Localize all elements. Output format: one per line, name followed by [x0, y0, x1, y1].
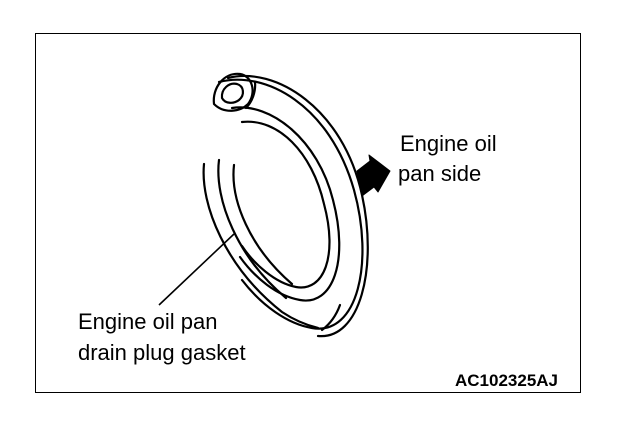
gasket-outer-rim — [217, 78, 364, 330]
gasket-clip-slot — [220, 82, 244, 104]
gasket-rim-back — [226, 74, 369, 338]
callout-gasket-line1: Engine oil pan — [78, 309, 218, 334]
gasket-left-arc-outer — [202, 162, 320, 330]
gasket-inner-lip — [240, 120, 331, 289]
arrow-right-icon — [356, 154, 391, 197]
callout-pan-side-line1: Engine oil — [400, 131, 497, 156]
gasket-left-arc-inner — [232, 163, 294, 286]
figure-code: AC102325AJ — [455, 371, 559, 390]
callout-pan-side-line2: pan side — [398, 161, 482, 186]
gasket-inner-wall — [230, 106, 341, 302]
gasket-clip-tab — [212, 72, 254, 112]
gasket-left-arc-mid — [217, 158, 288, 300]
gasket-ridge — [244, 80, 257, 110]
gasket-leader-line — [158, 233, 235, 306]
gasket-ridge-2 — [320, 303, 342, 332]
callout-gasket-line2: drain plug gasket — [78, 340, 246, 365]
figure-frame — [35, 33, 581, 393]
